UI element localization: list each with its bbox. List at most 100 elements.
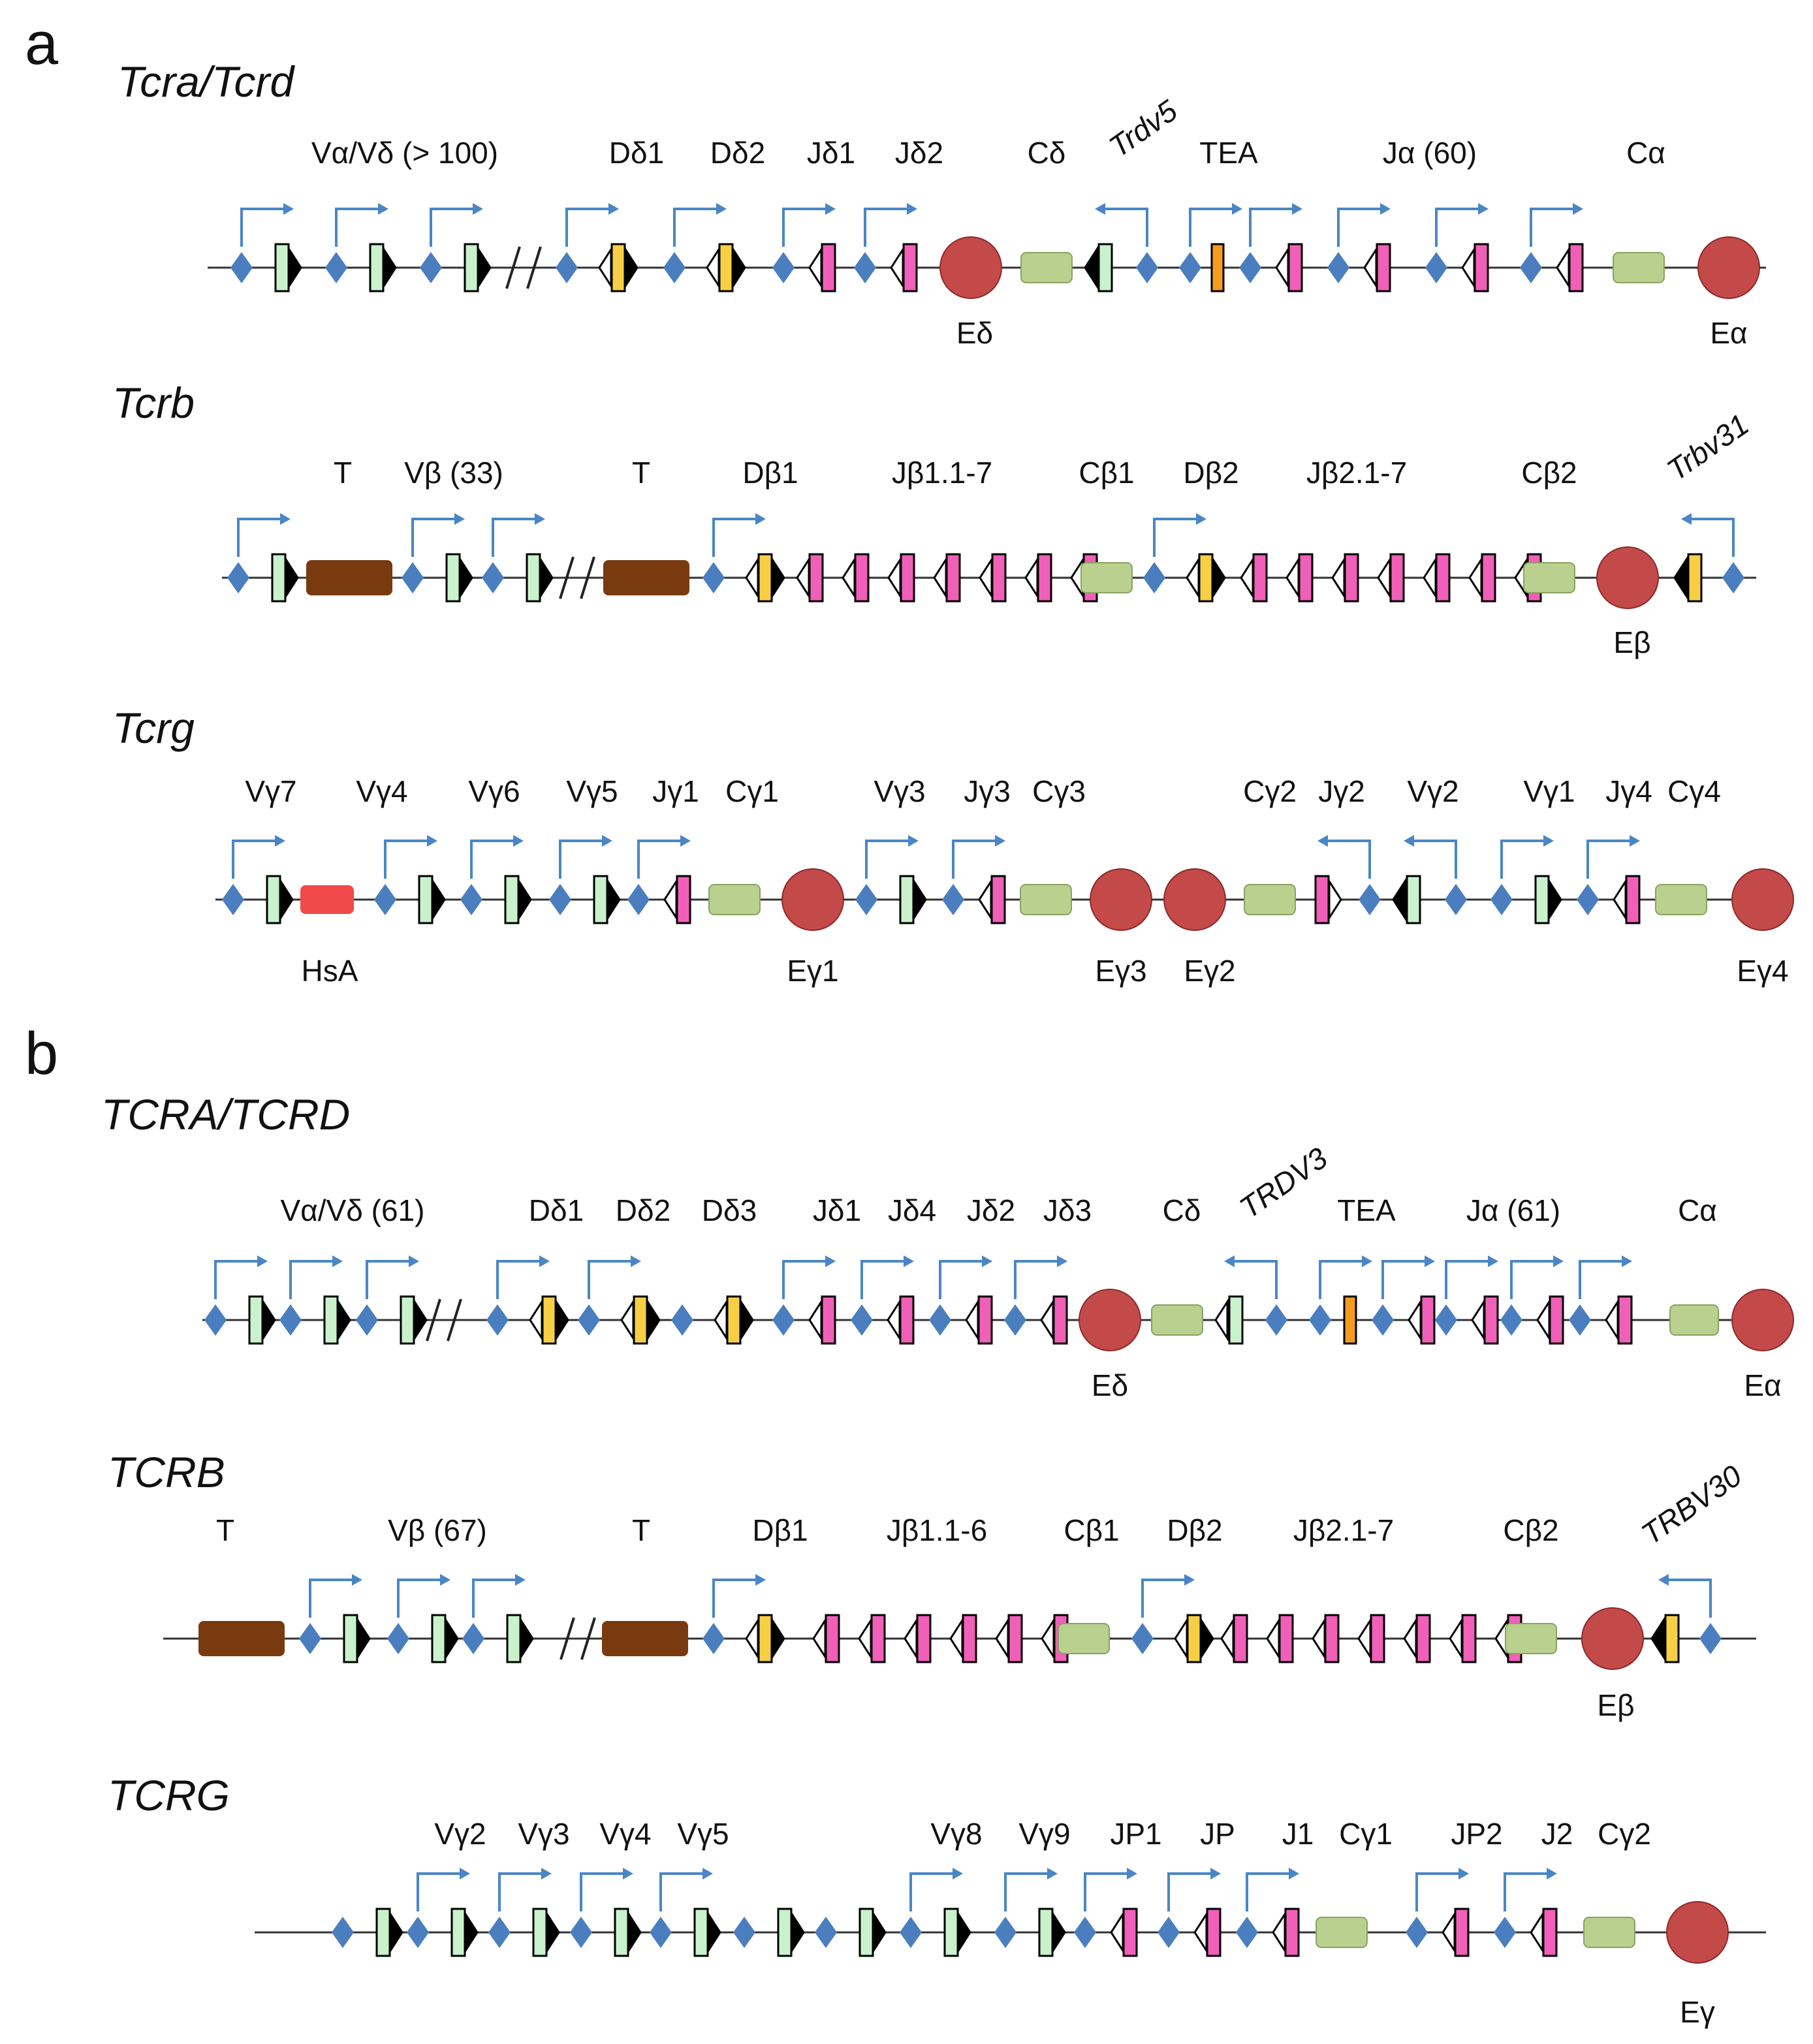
transcription-arrow xyxy=(712,1579,761,1618)
rss-heptamer-triangle xyxy=(1052,1910,1066,1955)
diagram-layer xyxy=(163,203,1794,1964)
transcription-arrowhead xyxy=(995,835,1005,847)
transcription-arrow xyxy=(1100,208,1148,247)
transcription-arrowhead xyxy=(513,835,524,847)
d-gene-segment xyxy=(718,243,734,292)
locus-title-tcrg: Tcrg xyxy=(112,704,195,752)
transcription-arrowhead xyxy=(539,1255,550,1267)
rss-diamond xyxy=(325,252,347,283)
v-gene-segment xyxy=(504,875,520,924)
j-gene-segment xyxy=(991,553,1007,603)
label-human-trg-v9: Vγ9 xyxy=(1018,1817,1070,1851)
rss-heptamer-triangle xyxy=(1212,556,1226,600)
transcription-arrowhead xyxy=(982,1255,992,1267)
transcription-arrowhead xyxy=(631,1255,641,1267)
rss-heptamer-triangle xyxy=(913,877,927,922)
constant-region-box xyxy=(1020,252,1073,283)
transcription-arrowhead xyxy=(1404,835,1414,847)
rss-diamond xyxy=(1158,1917,1180,1948)
label-human-trg-jp2: JP2 xyxy=(1451,1817,1502,1851)
transcription-arrow xyxy=(782,208,830,247)
enhancer-circle xyxy=(781,868,844,931)
transcription-arrow xyxy=(1084,1872,1132,1911)
enhancer-circle xyxy=(939,236,1002,299)
v-gene-segment xyxy=(323,1295,339,1345)
j-gene-segment xyxy=(1344,553,1359,603)
rss-diamond xyxy=(1143,562,1165,593)
transcription-arrow xyxy=(240,208,289,247)
label-mouse-tra-j-alpha: Jα (60) xyxy=(1383,136,1477,170)
label-mouse-trb-j-beta-2: Jβ2.1-7 xyxy=(1306,456,1407,490)
v-gene-segment xyxy=(614,1908,629,1957)
transcription-arrowhead xyxy=(680,835,691,847)
transcription-arrow xyxy=(1004,1872,1052,1911)
label-mouse-e-gamma-2: Eγ2 xyxy=(1184,954,1235,988)
label-mouse-trb-d-beta-1: Dβ1 xyxy=(742,456,798,490)
transcription-arrow xyxy=(492,518,540,557)
v-gene-segment xyxy=(526,553,541,603)
rss-heptamer-triangle xyxy=(1650,1616,1665,1661)
transcription-arrow xyxy=(565,208,614,247)
transcription-arrowhead xyxy=(1380,203,1391,215)
rss-diamond xyxy=(1500,1304,1522,1336)
d-gene-segment xyxy=(541,1295,557,1345)
transcription-arrow xyxy=(782,1260,830,1299)
break-slash xyxy=(526,246,542,289)
transcription-arrowhead xyxy=(283,203,294,215)
transcription-arrowhead xyxy=(460,1868,470,1879)
panel-letter-a: a xyxy=(25,10,59,77)
j-gene-segment xyxy=(1037,553,1052,603)
rss-heptamer-triangle xyxy=(1392,877,1406,922)
label-human-tra-j-delta-4: Jδ4 xyxy=(888,1193,936,1227)
j-gene-segment xyxy=(1481,553,1496,603)
label-human-tra-j-alpha: Jα (61) xyxy=(1466,1193,1560,1227)
label-human-trb-j-beta-1: Jβ1.1-6 xyxy=(887,1513,987,1547)
v-gene-segment xyxy=(1038,1908,1054,1957)
label-human-tra-j-delta-2: Jδ2 xyxy=(967,1193,1015,1227)
transcription-arrow xyxy=(939,1260,987,1299)
rss-diamond xyxy=(227,562,249,593)
rss-heptamer-triangle xyxy=(1084,245,1098,290)
j-gene-segment xyxy=(1122,1908,1138,1957)
j-gene-segment xyxy=(1298,553,1314,603)
transcription-arrow xyxy=(1167,1872,1216,1911)
label-human-trb-d-beta-2: Dβ2 xyxy=(1167,1513,1222,1547)
label-mouse-tra-d-delta-2: Dδ2 xyxy=(710,136,765,170)
label-human-trb-c-beta-1: Cβ1 xyxy=(1064,1513,1119,1547)
transcription-arrow xyxy=(1229,1260,1278,1299)
v-gene-segment xyxy=(899,875,915,924)
label-mouse-tra-j-delta-1: Jδ1 xyxy=(807,136,855,170)
j-gene-segment xyxy=(1314,875,1330,924)
transcription-arrowhead xyxy=(1547,1868,1557,1879)
transcription-arrowhead xyxy=(409,1255,419,1267)
label-human-trb-c-beta-2: Cβ2 xyxy=(1503,1513,1558,1547)
constant-region-box xyxy=(1316,1917,1368,1948)
label-human-tra-j-delta-1: Jδ1 xyxy=(813,1193,861,1227)
constant-region-box xyxy=(1655,884,1707,915)
label-human-trg-j2: J2 xyxy=(1541,1817,1573,1851)
j-gene-segment xyxy=(1454,1908,1470,1957)
transcription-arrow xyxy=(909,1872,958,1911)
label-mouse-trb-c-beta-2: Cβ2 xyxy=(1521,456,1577,490)
label-human-trb-v-cluster: Vβ (67) xyxy=(388,1513,487,1547)
enhancer-circle xyxy=(1596,546,1659,609)
d-gene-segment xyxy=(757,553,773,603)
transcription-arrowhead xyxy=(1184,1574,1195,1586)
transcription-arrow xyxy=(865,840,913,879)
transcription-arrowhead xyxy=(755,513,766,525)
rss-diamond xyxy=(332,1917,354,1948)
transcription-arrow xyxy=(1014,1260,1062,1299)
rss-heptamer-triangle xyxy=(771,556,785,600)
label-human-e-beta: Eβ xyxy=(1597,1688,1634,1722)
rss-heptamer-triangle xyxy=(546,1910,560,1955)
j-gene-segment xyxy=(821,1295,836,1345)
rss-diamond xyxy=(356,1304,378,1336)
rss-diamond xyxy=(1239,252,1261,283)
rss-diamond xyxy=(671,1304,693,1336)
v-gene-segment xyxy=(1534,875,1550,924)
rss-heptamer-triangle xyxy=(555,1298,569,1342)
j-gene-segment xyxy=(900,553,915,603)
label-mouse-trb-j-beta-1: Jβ1.1-7 xyxy=(892,456,992,490)
j-gene-segment xyxy=(676,875,691,924)
j-gene-segment xyxy=(1278,1614,1294,1663)
